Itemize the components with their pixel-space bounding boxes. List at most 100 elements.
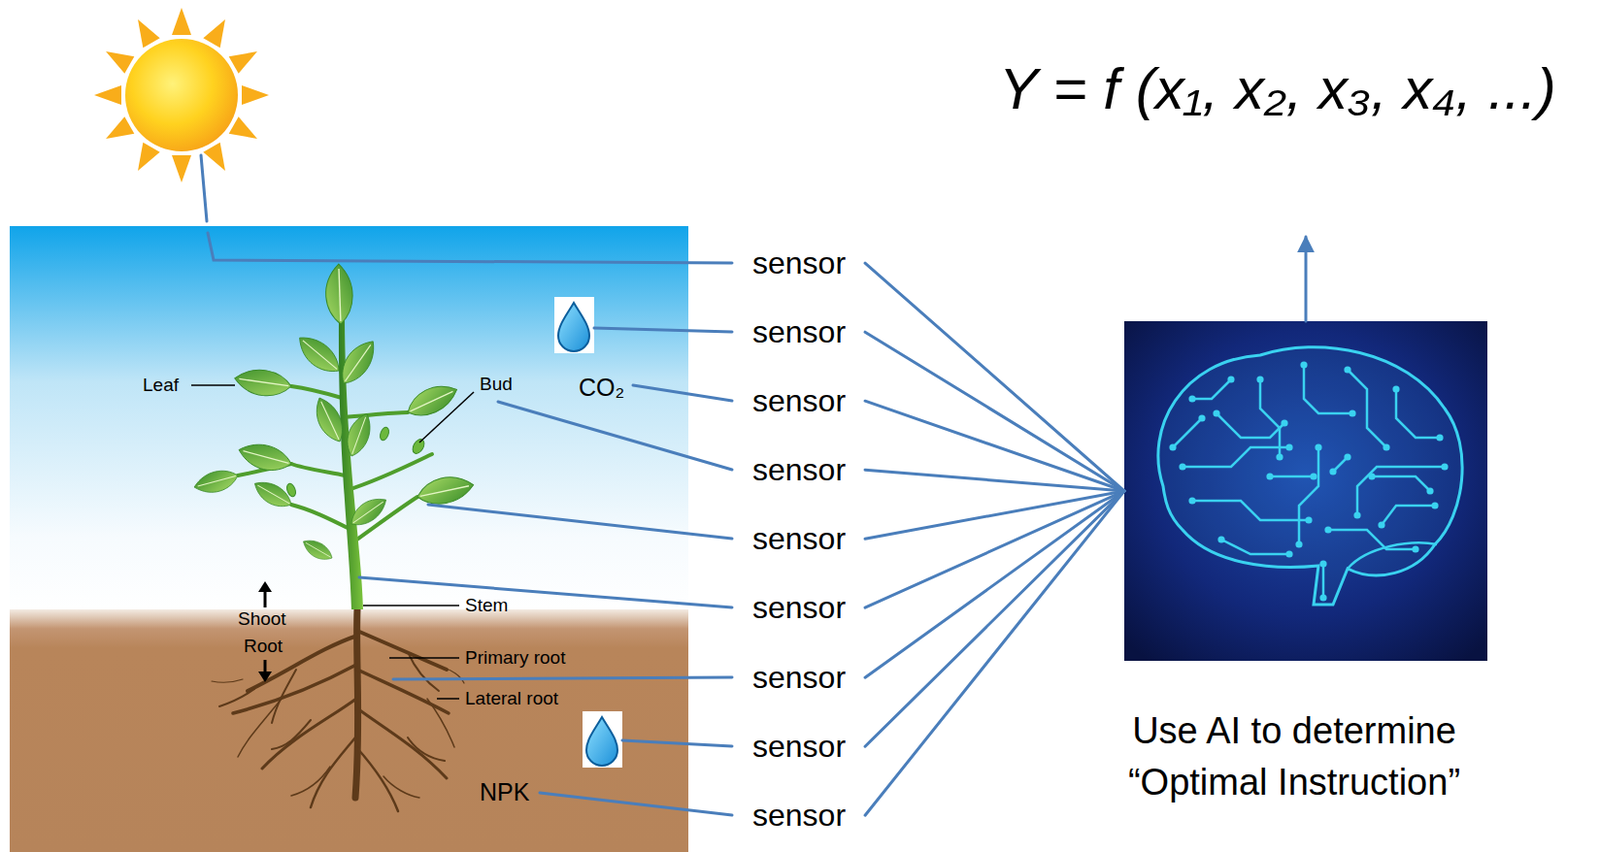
sensor-leader-lines: [359, 577, 733, 608]
plant-shoot: [300, 535, 336, 566]
node-text: sensor: [752, 728, 846, 766]
plant-shoot: [291, 386, 342, 399]
roots: [271, 720, 311, 750]
ai-brain-picture: [1299, 447, 1319, 545]
plant-shoot: [325, 264, 355, 326]
sky-background: [9, 226, 689, 615]
ai-brain-picture: [1124, 321, 1488, 662]
sensor-leader-lines: [622, 740, 733, 747]
ai-brain-picture: [1347, 369, 1387, 448]
sensor-leader-lines: [200, 155, 207, 222]
sensor-leader-lines: [594, 328, 733, 333]
sensor-label: sensor: [734, 659, 866, 697]
shoot-root-arrows: [264, 590, 267, 608]
water-drop-icon: [558, 302, 590, 352]
water-drop-icon: [582, 711, 623, 768]
sensor-leader-lines: [498, 401, 733, 470]
sun: [202, 142, 234, 176]
ai-brain-picture: [1192, 379, 1232, 400]
shoot-root-arrows: [258, 581, 272, 683]
sensor-label: sensor: [734, 728, 866, 766]
sun: [229, 116, 263, 147]
sun: [129, 142, 160, 176]
sun: [94, 7, 269, 183]
shoot-root-arrows: [258, 581, 272, 593]
sun: [100, 116, 134, 147]
plant-shoot: [333, 334, 382, 391]
sensor-connector: [865, 263, 1125, 492]
ai-brain-picture: [1303, 365, 1353, 414]
ai-brain-picture: [1269, 475, 1314, 479]
plant-shoot: [341, 410, 376, 461]
part-leader-lines: [191, 384, 235, 387]
sensor-label: sensor: [734, 589, 866, 627]
part-leader-lines: [436, 698, 460, 700]
plant-shoot: [402, 378, 463, 424]
roots: [291, 766, 331, 797]
sensor-connector: [865, 469, 1125, 492]
ai-brain-picture: [1172, 365, 1445, 599]
sensor-connector: [865, 491, 1125, 678]
plant-shoot: [410, 437, 428, 457]
node-text: Y = f (x₁, x₂, x₃, x₄, ...): [999, 54, 1557, 125]
plant-shoot: [292, 330, 346, 381]
sun: [94, 85, 122, 105]
sun: [202, 14, 234, 48]
plant-shoot: [291, 464, 346, 476]
roots: [383, 776, 420, 799]
sensor-label: sensor: [734, 797, 866, 834]
ai-brain-picture: [1172, 418, 1202, 448]
part-label: Primary root: [465, 647, 566, 669]
part-label: Stem: [465, 595, 508, 617]
sun: [125, 38, 238, 152]
roots: [356, 747, 399, 812]
ai-brain-picture: [1328, 530, 1416, 550]
shoot-root-arrows: [258, 671, 272, 683]
ai-brain-picture: [1357, 466, 1445, 516]
node-text: sensor: [752, 659, 846, 697]
sensor-label: sensor: [734, 520, 866, 558]
formula-output: Y = f (x₁, x₂, x₃, x₄, ...): [995, 54, 1561, 237]
water-drop-icon: [554, 297, 595, 354]
part-label: Bud: [479, 373, 513, 396]
sensor-label: sensor: [734, 244, 866, 282]
node-text: sensor: [752, 313, 846, 351]
plant-shoot: [347, 454, 433, 491]
sun: [100, 42, 134, 73]
roots: [357, 708, 447, 779]
ai-brain-picture: [1260, 379, 1280, 458]
sensor-leader-lines: [207, 233, 733, 264]
sensor-leader-lines: [393, 677, 733, 680]
plant-shoot: [235, 438, 295, 476]
ai-brain-picture: [1221, 539, 1290, 555]
part-label: Leaf: [142, 374, 179, 397]
roots: [407, 737, 445, 762]
roots: [211, 609, 465, 812]
sun: [229, 42, 263, 73]
sensor-connector: [865, 491, 1125, 816]
roots: [427, 699, 455, 748]
part-label: Root: [243, 635, 283, 658]
plant-shoot: [233, 366, 294, 400]
plant-shoot: [378, 426, 391, 442]
sun: [171, 7, 192, 35]
shoot-root-arrows: [264, 660, 267, 674]
plant-shoot: [309, 394, 350, 447]
part-leader-lines: [389, 657, 460, 660]
plant-shoot: [285, 482, 298, 499]
plant-shoot: [345, 492, 392, 533]
sensor-leader-lines: [633, 385, 733, 401]
water-drop-icon: [554, 297, 595, 354]
sensor-label: sensor: [734, 313, 866, 351]
ai-brain-picture: [1347, 542, 1437, 569]
sun: [171, 155, 192, 183]
ai-brain-picture: [1371, 476, 1431, 492]
ai-brain-picture: [1396, 389, 1440, 438]
roots: [357, 669, 449, 714]
part-label: Shoot: [237, 608, 287, 631]
node-text: sensor: [752, 382, 846, 420]
node-text: sensor: [752, 244, 846, 282]
ai-brain-picture: [1381, 505, 1435, 526]
roots: [357, 631, 447, 670]
ai-brain-picture: [1182, 447, 1290, 467]
